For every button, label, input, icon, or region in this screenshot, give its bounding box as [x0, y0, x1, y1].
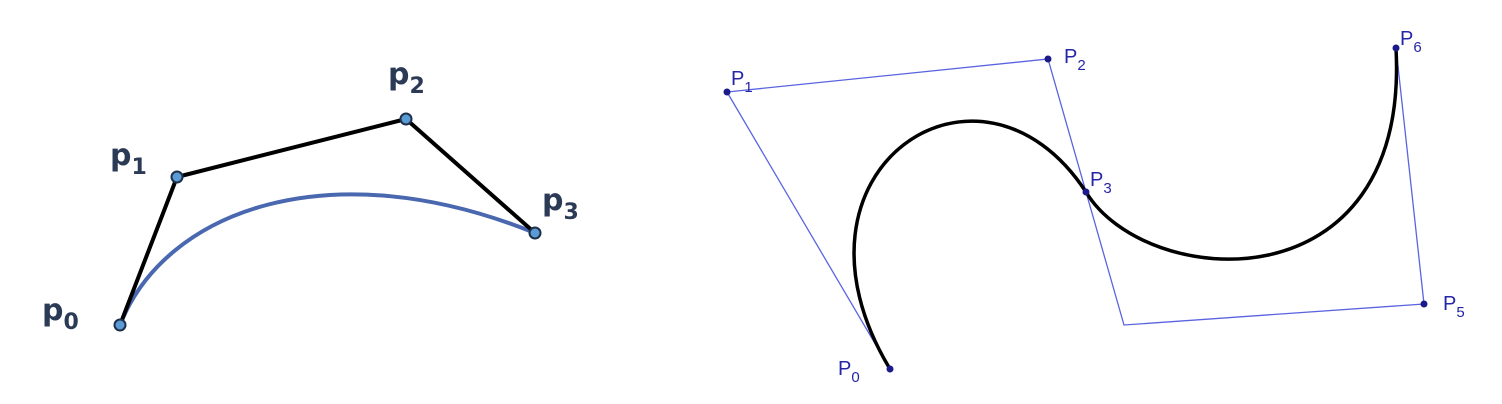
cubic-point-p2 — [399, 112, 413, 126]
composite-control-polygon — [725, 47, 1425, 370]
composite-point-p6 — [1392, 44, 1400, 52]
composite-label-p5: P5 — [1443, 293, 1465, 321]
composite-bezier-curve — [852, 47, 1399, 370]
cubic-point-p1 — [170, 170, 184, 184]
composite-point-p5 — [1420, 300, 1428, 308]
cubic-label-p3: p3 — [542, 183, 579, 225]
composite-bezier-diagram: P0 P1 P2 P3 P5 P6 — [723, 28, 1465, 386]
cubic-point-p0 — [113, 318, 127, 332]
cubic-control-polygon — [118, 117, 537, 326]
composite-point-p3 — [1082, 188, 1090, 196]
cubic-bezier-curve — [118, 192, 536, 326]
cubic-label-p1: p1 — [110, 138, 147, 180]
composite-point-p2 — [1044, 55, 1052, 63]
composite-point-p1 — [723, 88, 731, 96]
cubic-point-p3 — [528, 226, 542, 240]
composite-label-p3: P3 — [1090, 169, 1112, 197]
cubic-bezier-diagram: p0 p1 p2 p3 — [42, 57, 579, 335]
composite-label-p6: P6 — [1400, 28, 1422, 56]
composite-point-p0 — [886, 365, 894, 373]
composite-label-p1: P1 — [731, 68, 753, 96]
cubic-label-p0: p0 — [42, 293, 79, 335]
composite-label-p0: P0 — [838, 358, 860, 386]
cubic-label-p2: p2 — [388, 57, 425, 99]
composite-label-p2: P2 — [1064, 46, 1086, 74]
